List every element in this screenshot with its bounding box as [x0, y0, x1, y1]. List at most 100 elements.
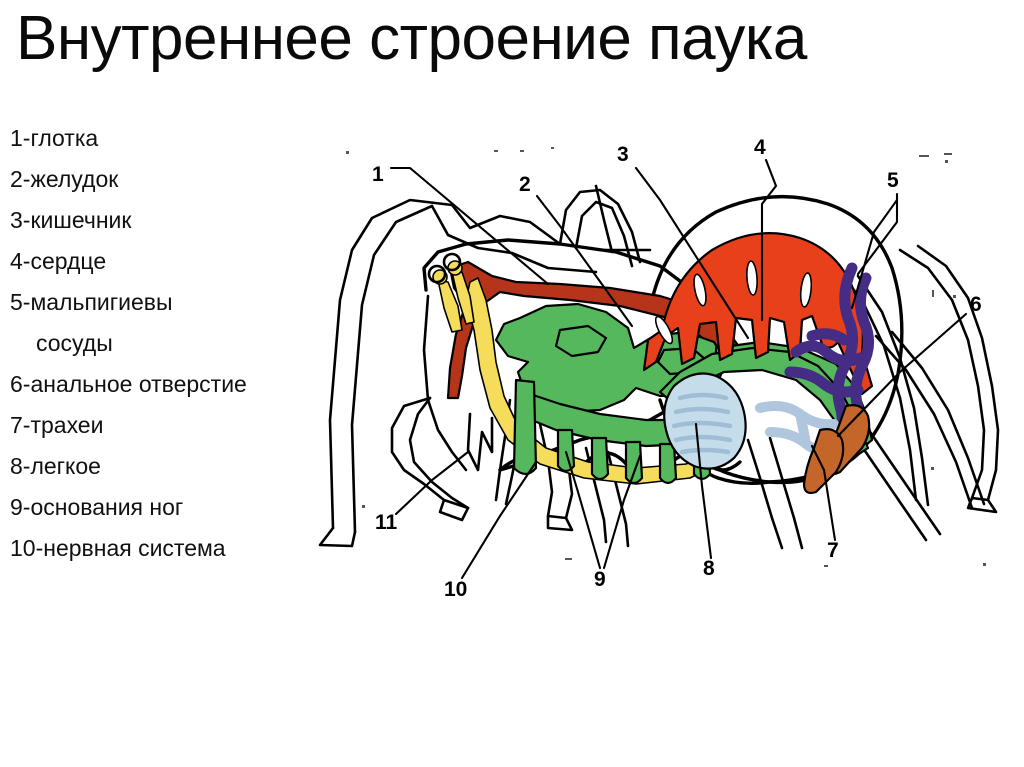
leg-left-3b [574, 200, 634, 268]
leader-line-7 [810, 444, 837, 542]
ostium-4 [654, 315, 674, 345]
callout-number-10: 10 [444, 578, 467, 601]
page-title: Внутреннее строение паука [16, 4, 807, 73]
caecum-2 [590, 436, 610, 481]
legend-item-4: 4-сердце [10, 248, 107, 274]
callout-number-11: 11 [375, 511, 398, 534]
speck-1 [346, 151, 349, 154]
ostium-2 [746, 260, 758, 296]
callout-leader-lines [389, 158, 968, 580]
callout-number-6: 6 [970, 293, 982, 316]
leg-right-4-foot [966, 496, 998, 514]
caecum-4 [658, 442, 678, 485]
speck-10 [565, 558, 572, 560]
legend-item-8: 8-легкое [10, 453, 101, 479]
legend-item-1: 1-глотка [10, 125, 99, 151]
legend-item-5-continuation: сосуды [36, 330, 113, 356]
leg-left-1-foot [318, 526, 357, 548]
lamella-5 [679, 447, 731, 455]
speck-14 [944, 153, 952, 155]
speck-6 [932, 290, 934, 297]
leader-line-11 [394, 450, 470, 516]
leg-right-1 [746, 438, 784, 550]
leg-mid-1-foot [546, 514, 574, 532]
caecum-leg-branch [512, 378, 538, 476]
legend-item-10: 10-нервная система [10, 535, 226, 561]
leg-left-2b [430, 204, 598, 274]
leader-line-4 [760, 158, 778, 322]
speck-13 [919, 155, 929, 157]
caecum-1 [556, 428, 576, 473]
leader-line-9b [602, 454, 642, 570]
leg-right-4b [916, 244, 1000, 502]
ostium-1 [693, 273, 707, 307]
book-lung-organ [663, 372, 747, 470]
leader-line-10 [460, 460, 538, 580]
abdomen-outline [650, 195, 904, 485]
leg-right-4 [898, 248, 986, 500]
malpighian-tubule-3 [790, 340, 866, 367]
leg-right-3b [890, 330, 986, 506]
speck-11 [824, 565, 828, 567]
speck-5 [945, 160, 948, 163]
nerve-branch-b [437, 279, 463, 333]
leg-right-5b [864, 424, 942, 536]
callout-number-3: 3 [617, 143, 629, 166]
speck-3 [520, 150, 524, 152]
callout-number-5: 5 [887, 169, 899, 192]
pharynx-organ [446, 260, 742, 400]
legend-item-6: 6-анальное отверстие [10, 371, 247, 397]
callout-number-1: 1 [372, 163, 384, 186]
speck-4 [551, 147, 554, 149]
leader-line-9a [564, 450, 602, 570]
pedipalp-left-b [408, 396, 470, 510]
chelicera-left [422, 294, 468, 472]
leg-left-4 [594, 184, 614, 254]
pedipalp-left [390, 396, 446, 502]
scan-artifacts [346, 147, 986, 567]
speck-2 [494, 150, 498, 152]
leader-line-6 [836, 312, 968, 438]
legend-item-2: 2-желудок [10, 166, 119, 192]
callout-numbers: 1 2 3 4 5 6 7 8 9 10 11 [372, 136, 982, 601]
lung-lamellae [671, 392, 733, 455]
leg-right-2b [856, 274, 930, 507]
legend-item-9: 9-основания ног [10, 494, 184, 520]
eye-lower [427, 264, 447, 284]
malpighian-tubule-5 [806, 328, 850, 346]
malpighian-tubule-4 [784, 366, 864, 398]
pharynx-shape [446, 260, 742, 400]
legend-item-3: 3-кишечник [10, 207, 132, 233]
leader-line-8 [694, 422, 713, 560]
leader-line-3 [634, 166, 750, 340]
callout-number-4: 4 [754, 136, 766, 159]
legend-item-5: 5-мальпигиевы [10, 289, 173, 315]
callout-number-7: 7 [827, 539, 839, 562]
trachea-trunk [795, 409, 811, 449]
leg-right-3 [874, 334, 974, 510]
speck-9 [362, 505, 365, 508]
nerve-branch-a [451, 271, 475, 325]
speck-12 [983, 563, 986, 566]
leader-line-5b [850, 198, 899, 310]
callout-number-2: 2 [519, 173, 531, 196]
lamella-2 [673, 406, 731, 415]
legend-list: 1-глотка 2-желудок 3-кишечник 4-сердце 5… [10, 118, 330, 569]
lamella-4 [673, 434, 733, 443]
ostium-3 [799, 272, 813, 308]
callout-number-9: 9 [594, 568, 606, 591]
lamella-1 [677, 392, 729, 401]
lamella-3 [671, 420, 733, 429]
chelicera-fang [466, 412, 494, 472]
pedipalp-left-tip [438, 498, 470, 522]
leg-mid-1 [538, 422, 554, 518]
speck-7 [953, 295, 956, 298]
eye-upper [442, 252, 462, 272]
caecum-3 [624, 440, 644, 485]
leader-line-2 [535, 194, 634, 328]
leg-left-3 [558, 188, 642, 264]
leader-line-5a [856, 192, 899, 276]
leader-line-1 [389, 166, 550, 286]
speck-8 [931, 467, 934, 470]
